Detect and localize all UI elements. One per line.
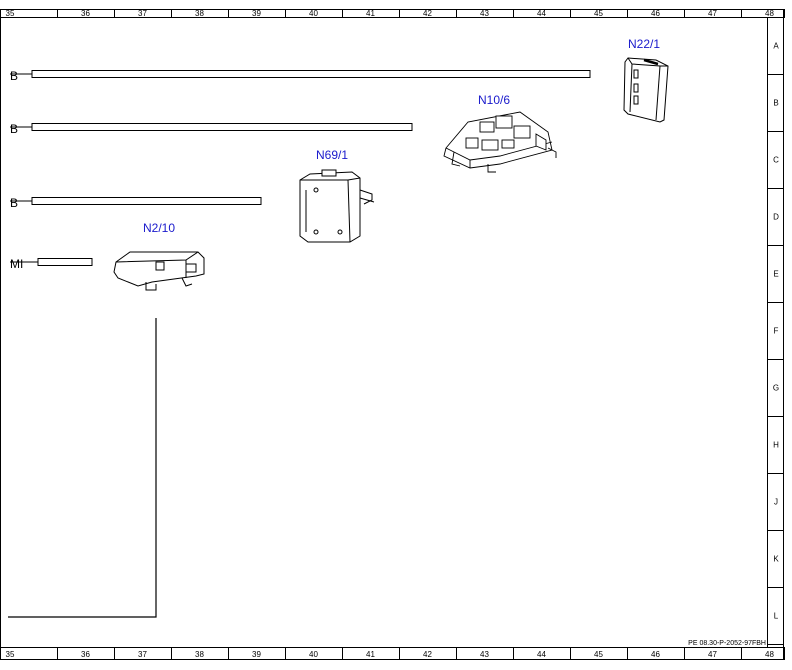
column-number-top: 40 [309, 9, 318, 18]
column-number-bottom: 43 [480, 650, 489, 659]
column-number-top: 39 [252, 9, 261, 18]
bottom-grid-ticks [0, 647, 785, 660]
row-letter: A [773, 42, 779, 51]
column-number-bottom: 37 [138, 650, 147, 659]
row-letter: G [773, 384, 779, 393]
wire-b-3 [10, 197, 262, 205]
column-number-top: 41 [366, 9, 375, 18]
column-number-top: 48 [765, 9, 774, 18]
row-letter: B [773, 99, 778, 108]
column-number-top: 35 [6, 9, 15, 18]
column-number-top: 42 [423, 9, 432, 18]
column-number-top: 37 [138, 9, 147, 18]
column-number-bottom: 35 [6, 650, 15, 659]
top-grid-ticks [0, 9, 785, 18]
wire-b-1 [10, 70, 591, 78]
wire-b-2 [10, 123, 413, 131]
column-number-bottom: 41 [366, 650, 375, 659]
row-grid-ticks [767, 17, 784, 645]
column-number-bottom: 39 [252, 650, 261, 659]
row-letter: J [774, 498, 778, 507]
component-label-n10-6: N10/6 [478, 93, 510, 107]
column-number-top: 47 [708, 9, 717, 18]
wire-mi [10, 258, 93, 266]
column-number-bottom: 45 [594, 650, 603, 659]
connector-label-mi: MI [10, 257, 23, 271]
row-letter: H [773, 441, 779, 450]
row-letter: K [773, 555, 779, 564]
component-label-n22-1: N22/1 [628, 37, 660, 51]
column-number-bottom: 48 [765, 650, 774, 659]
connector-label-b-2: B [10, 122, 18, 136]
connector-label-b-3: B [10, 196, 18, 210]
column-number-bottom: 46 [651, 650, 660, 659]
document-reference: PE 08.30-P-2052-97FBH [688, 640, 766, 647]
component-label-n69-1: N69/1 [316, 148, 348, 162]
module-n2-10-drawing [113, 251, 205, 291]
module-n69-1-drawing [299, 169, 375, 243]
module-n10-6-drawing [443, 111, 557, 173]
column-number-top: 36 [81, 9, 90, 18]
row-letter: L [774, 612, 779, 621]
sheet-frame [0, 9, 784, 660]
row-letters: A B C D E F G H J K L [773, 42, 779, 621]
row-letter: E [773, 270, 778, 279]
row-letter: C [773, 156, 779, 165]
column-number-top: 45 [594, 9, 603, 18]
column-number-bottom: 44 [537, 650, 546, 659]
column-number-top: 38 [195, 9, 204, 18]
row-letter: D [773, 213, 779, 222]
row-letter: F [774, 327, 779, 336]
column-number-bottom: 47 [708, 650, 717, 659]
column-number-bottom: 40 [309, 650, 318, 659]
column-number-bottom: 38 [195, 650, 204, 659]
component-label-n2-10: N2/10 [143, 221, 175, 235]
top-column-numbers: 35 36 37 38 39 40 41 42 43 44 45 46 47 48 [6, 9, 775, 18]
column-number-top: 46 [651, 9, 660, 18]
column-number-bottom: 36 [81, 650, 90, 659]
module-n22-1-drawing [623, 57, 669, 123]
column-number-top: 44 [537, 9, 546, 18]
column-number-bottom: 42 [423, 650, 432, 659]
column-number-top: 43 [480, 9, 489, 18]
bottom-column-numbers: 35 36 37 38 39 40 41 42 43 44 45 46 47 48 [6, 650, 775, 659]
connector-label-b-1: B [10, 69, 18, 83]
ground-wire-path [8, 318, 157, 618]
